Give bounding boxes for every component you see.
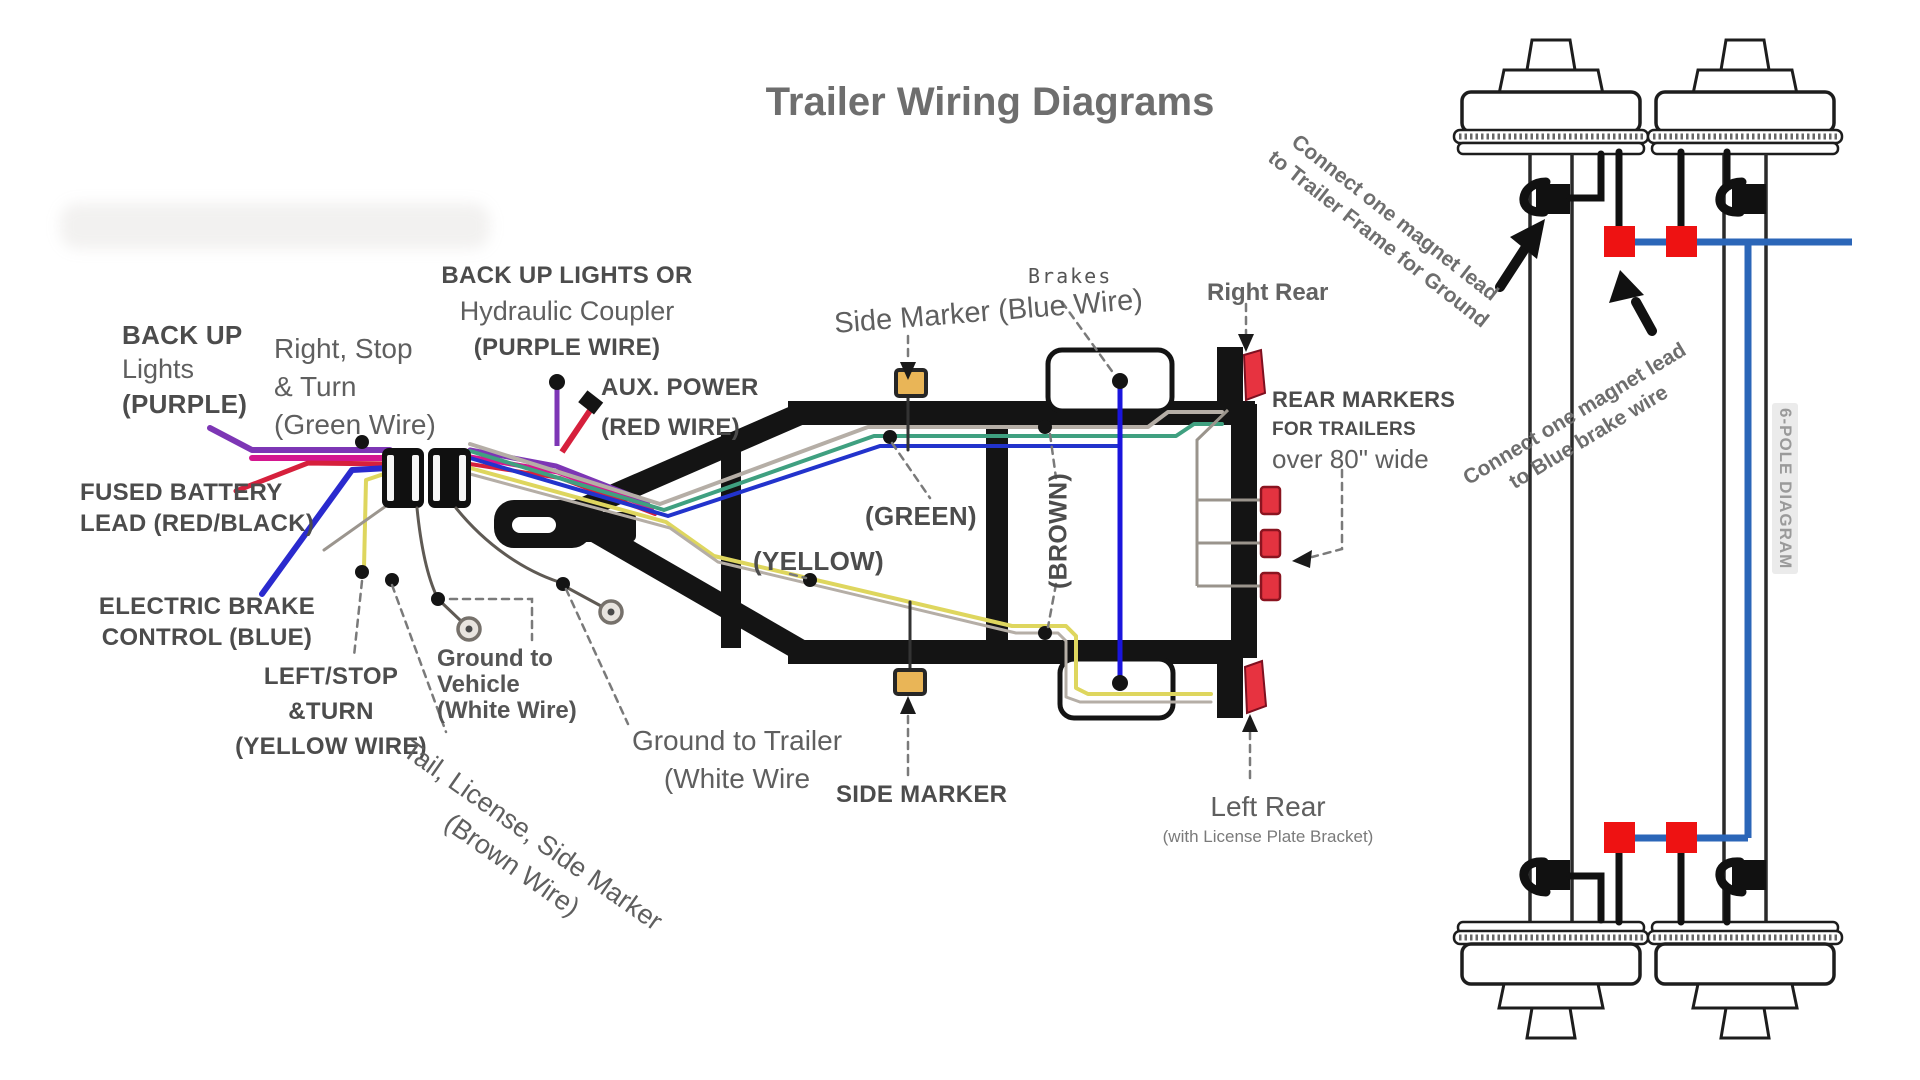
wire-white-pigtail	[322, 504, 388, 552]
side-marker-top-icon	[894, 368, 928, 398]
label-right-rear: Right Rear	[1207, 279, 1329, 306]
connector-plug-icon	[382, 448, 471, 508]
label-line: ELECTRIC BRAKE	[98, 593, 316, 620]
label-side-marker-bottom: SIDE MARKER	[836, 781, 1008, 808]
hitch-coupler-icon	[494, 500, 636, 548]
label-line: Ground to	[437, 645, 553, 672]
label-line: REAR MARKERS	[1272, 387, 1456, 412]
left-rear-light-icon	[1217, 659, 1268, 718]
frame-wire-white-top	[468, 410, 1224, 506]
label-aux-power: AUX. POWER (RED WIRE)	[601, 374, 759, 442]
frame-wire-blue-top	[468, 444, 1120, 518]
brake-magnet-connectors	[1519, 148, 1766, 926]
label-line: Left Rear	[1210, 791, 1326, 822]
ground-wires	[415, 506, 603, 623]
label-line: CONTROL (BLUE)	[101, 624, 313, 651]
label-line: BACK UP	[122, 320, 243, 350]
axle-right-icon	[1646, 38, 1844, 1040]
wire-red-battery-lead	[233, 460, 393, 494]
frame-wire-gray-bottom	[468, 472, 1213, 704]
wire-purple	[207, 425, 393, 453]
blue-brake-crossover-wire	[1634, 238, 1852, 842]
label-yellow-wire: (YELLOW)	[753, 546, 884, 576]
annotation-arrows	[1495, 219, 1657, 336]
label-electric-brake-control: ELECTRIC BRAKE CONTROL (BLUE)	[99, 593, 315, 652]
page-title: Trailer Wiring Diagrams	[765, 80, 1215, 124]
frame-wire-green-top	[468, 422, 1224, 512]
leader-arrowheads	[900, 334, 1312, 732]
label-line: (with License Plate Bracket)	[1162, 827, 1374, 846]
label-line: Lights	[122, 354, 195, 384]
label-line: Vehicle	[437, 671, 520, 698]
label-ground-to-trailer: Ground to Trailer (White Wire	[632, 722, 842, 798]
label-line: (White Wire)	[437, 697, 577, 724]
axle-left-icon	[1452, 38, 1650, 1040]
leader-lines	[352, 300, 1344, 780]
label-ground-to-vehicle: Ground to Vehicle (White Wire)	[437, 646, 577, 724]
label-right-stop-turn: Right, Stop & Turn (Green Wire)	[274, 330, 436, 444]
label-fused-battery-lead: FUSED BATTERY LEAD (RED/BLACK)	[80, 479, 314, 538]
label-left-stop-turn: LEFT/STOP &TURN (YELLOW WIRE)	[235, 663, 427, 761]
magnet-lead-squares	[1604, 226, 1697, 853]
frame-wire-yellow-bottom	[468, 466, 1213, 696]
label-backup-lights-left: BACK UP Lights (PURPLE)	[122, 320, 247, 420]
side-marker-bottom-icon	[893, 668, 927, 696]
label-line: (PURPLE)	[122, 389, 248, 419]
junction-dots	[355, 373, 1128, 691]
label-line: FOR TRAILERS	[1272, 419, 1416, 440]
label-line: & Turn	[274, 371, 357, 402]
label-line: (Green Wire)	[274, 409, 436, 440]
label-line: over 80" wide	[1272, 444, 1429, 474]
label-brown-wire: (BROWN)	[1044, 473, 1073, 589]
label-line: Hydraulic Coupler	[459, 296, 675, 326]
label-six-pole-diagram: 6-POLE DIAGRAM	[1772, 403, 1798, 575]
label-line: Right, Stop	[274, 333, 413, 364]
faded-watermark	[60, 203, 490, 249]
label-green-wire: (GREEN)	[865, 501, 977, 531]
label-line: LEAD (RED/BLACK)	[80, 510, 315, 537]
ground-ring-terminal-trailer	[598, 599, 624, 625]
label-line: LEFT/STOP	[263, 663, 399, 690]
label-rear-markers: REAR MARKERS FOR TRAILERS over 80" wide	[1272, 387, 1455, 475]
red-aux-tap-stub	[559, 407, 594, 454]
label-line: (RED WIRE)	[601, 414, 740, 441]
label-backup-lights-or: BACK UP LIGHTS OR Hydraulic Coupler (PUR…	[441, 262, 692, 362]
red-aux-cap	[578, 390, 604, 415]
label-line: (PURPLE WIRE)	[473, 334, 661, 361]
ground-ring-terminal-vehicle	[456, 616, 482, 642]
label-line: &TURN	[288, 698, 374, 725]
label-brakes: Brakes	[1028, 264, 1113, 288]
label-line: FUSED BATTERY	[80, 479, 283, 506]
label-line: (White Wire	[663, 763, 811, 794]
right-rear-light-icon	[1217, 347, 1267, 403]
label-left-rear: Left Rear (with License Plate Bracket)	[1163, 791, 1374, 847]
label-line: (YELLOW WIRE)	[235, 733, 427, 760]
label-line: BACK UP LIGHTS OR	[441, 262, 693, 289]
rear-marker-lights	[1195, 408, 1282, 602]
wire-blue-brake-control	[259, 465, 393, 597]
label-line: AUX. POWER	[601, 374, 759, 401]
label-line: Ground to Trailer	[631, 725, 843, 756]
